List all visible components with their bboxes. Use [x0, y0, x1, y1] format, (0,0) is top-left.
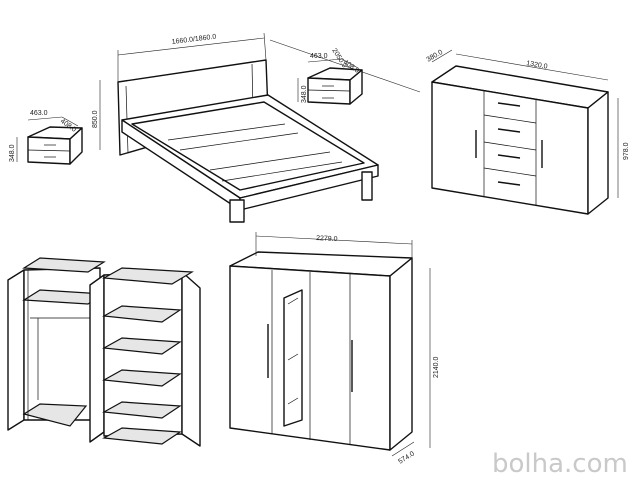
sideboard-width-label: 1320.0	[526, 60, 548, 71]
bed-headboard-height-label: 850.0	[92, 110, 99, 128]
left-nightstand	[16, 116, 83, 165]
wardrobe	[229, 232, 431, 457]
wardrobe-depth-label: 574.0	[397, 450, 416, 465]
right-nightstand-height-label: 348.0	[301, 85, 308, 103]
wardrobe-interior-right	[89, 267, 201, 447]
wardrobe-width-label: 2279.0	[316, 235, 338, 243]
right-nightstand-width-label: 463.0	[310, 53, 328, 60]
watermark: bolha.com	[492, 449, 628, 479]
wardrobe-height-label: 2140.0	[433, 356, 440, 378]
sideboard-depth-label: 380.0	[426, 49, 445, 64]
left-nightstand-width-label: 463.0	[30, 110, 48, 117]
right-nightstand	[297, 58, 363, 105]
sideboard	[431, 49, 619, 215]
bed	[99, 32, 421, 223]
sideboard-height-label: 978.0	[623, 142, 630, 160]
left-nightstand-height-label: 348.0	[9, 144, 16, 162]
wardrobe-interior-left	[7, 257, 106, 431]
